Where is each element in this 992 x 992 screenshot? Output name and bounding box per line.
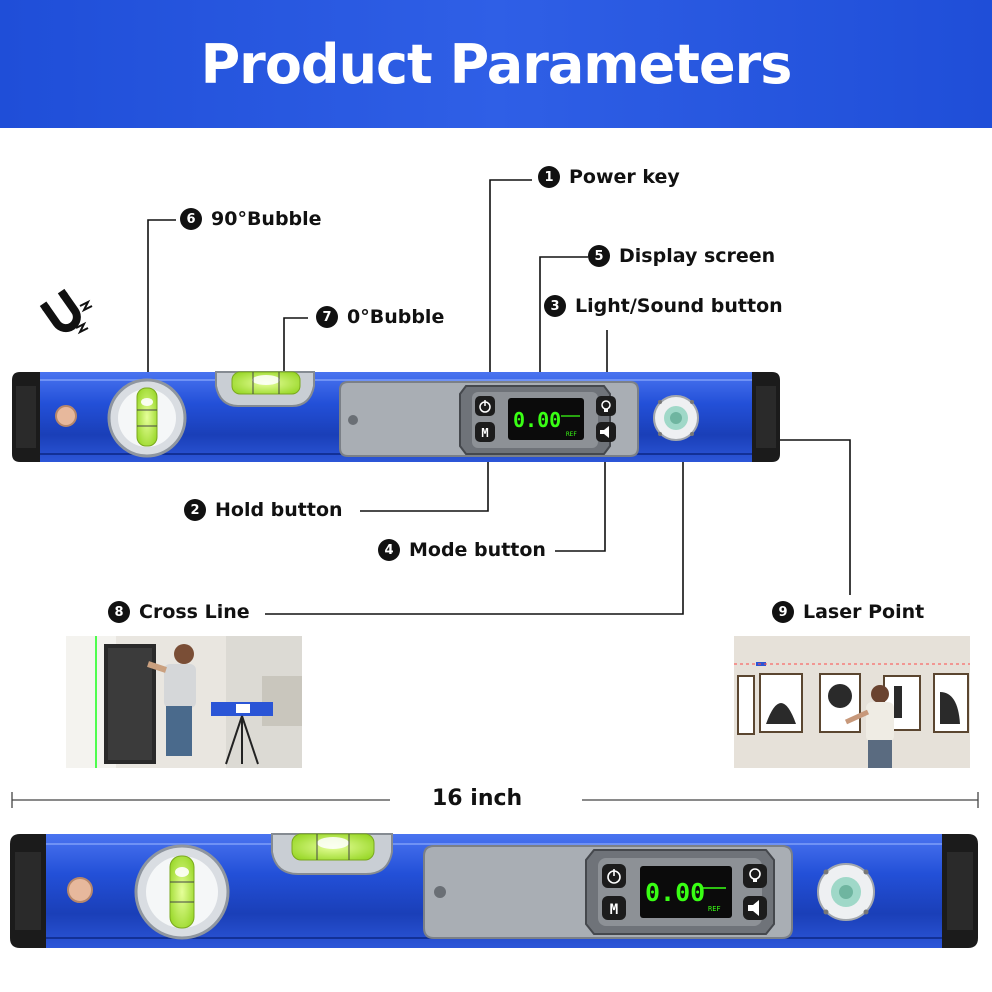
callout-label: Laser Point: [803, 601, 925, 623]
lcd-unit-bottom: REF: [708, 905, 721, 913]
callout-cross-line: 8 Cross Line: [108, 601, 250, 623]
callout-number: 2: [184, 499, 206, 521]
spirit-level-bottom: M 0.00 REF: [10, 833, 978, 948]
mode-button-glyph-bottom: M: [610, 902, 618, 918]
callout-laser-point: 9 Laser Point: [772, 601, 924, 623]
callout-number: 4: [378, 539, 400, 561]
leader-display-screen: [539, 256, 588, 400]
callout-number: 5: [588, 245, 610, 267]
lcd-reading: 0.00: [513, 408, 561, 432]
callout-label: Mode button: [409, 539, 546, 561]
mode-button-glyph: M: [481, 426, 488, 440]
callout-hold-button: 2 Hold button: [184, 499, 343, 521]
callout-mode-button: 4 Mode button: [378, 539, 546, 561]
header-banner: Product Parameters: [0, 0, 992, 128]
leader-cross-line: [265, 432, 684, 615]
callout-number: 6: [180, 208, 202, 230]
page-title: Product Parameters: [200, 32, 793, 96]
lcd-reading-bottom: 0.00: [645, 878, 705, 907]
leader-0-bubble: [283, 317, 308, 378]
callout-label: Hold button: [215, 499, 343, 521]
magnet-icon: [39, 288, 93, 335]
laser-point-photo: [734, 636, 970, 768]
callout-0-bubble: 7 0°Bubble: [316, 306, 444, 328]
leader-laser-point: [775, 439, 851, 595]
lcd-unit: REF: [566, 431, 577, 438]
leader-power-key: [489, 179, 532, 400]
callout-number: 8: [108, 601, 130, 623]
callout-display-screen: 5 Display screen: [588, 245, 775, 267]
callout-power-key: 1 Power key: [538, 166, 680, 188]
callout-90-bubble: 6 90°Bubble: [180, 208, 322, 230]
dimension-line: [11, 792, 979, 808]
callout-light-sound-button: 3 Light/Sound button: [544, 295, 783, 317]
callout-number: 1: [538, 166, 560, 188]
callout-number: 7: [316, 306, 338, 328]
callout-label: Display screen: [619, 245, 776, 267]
leader-90-bubble: [147, 219, 176, 384]
spirit-level-top: M 0.00 REF: [12, 371, 780, 462]
callout-number: 9: [772, 601, 794, 623]
leader-mode-button: [555, 446, 606, 552]
callout-label: Light/Sound button: [575, 295, 783, 317]
leader-hold-button: [360, 448, 489, 512]
dimension-label: 16 inch: [432, 786, 523, 811]
callout-label: 0°Bubble: [347, 306, 445, 328]
callout-label: Cross Line: [139, 601, 250, 623]
callout-number: 3: [544, 295, 566, 317]
callout-label: Power key: [569, 166, 680, 188]
cross-line-photo: [66, 636, 302, 768]
callout-label: 90°Bubble: [211, 208, 322, 230]
